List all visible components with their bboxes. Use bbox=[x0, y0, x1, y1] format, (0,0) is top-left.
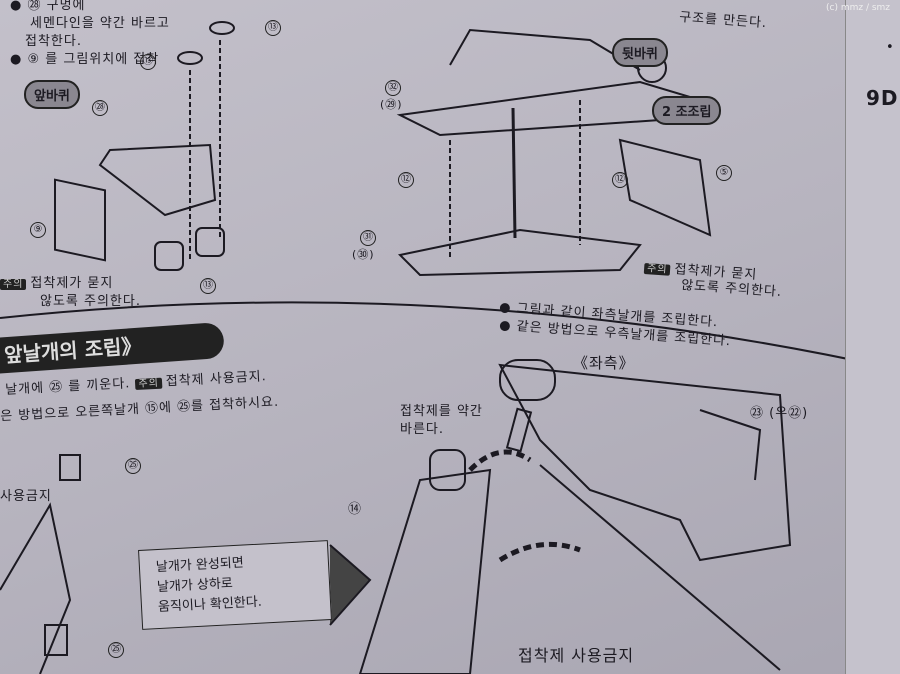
part-number: (㉙) bbox=[380, 98, 403, 111]
step-number: 9D bbox=[866, 86, 899, 110]
part-25-top bbox=[59, 454, 81, 481]
part-25-bottom bbox=[44, 624, 68, 656]
part-number: ⑬ bbox=[200, 278, 216, 294]
rear-dashed-guides bbox=[449, 100, 581, 260]
hinge-left bbox=[429, 449, 466, 491]
part-number: ㉕ bbox=[125, 458, 141, 474]
part-number: ⑬ bbox=[265, 20, 281, 36]
rear-wheel-badge: 뒷바퀴 bbox=[612, 38, 668, 67]
text-line: ● ⑨ 를 그림위치에 접착 bbox=[10, 52, 160, 67]
curved-arrow-2 bbox=[498, 541, 581, 563]
hinge-top bbox=[499, 359, 556, 401]
curved-arrow-1 bbox=[468, 449, 532, 472]
part-number: ⑫ bbox=[398, 172, 414, 188]
wheel-right bbox=[195, 227, 225, 257]
copyright: (c) mmz / smz bbox=[826, 3, 891, 13]
dashed-guides bbox=[189, 40, 221, 260]
section-divider bbox=[0, 301, 900, 371]
part-5-plate bbox=[618, 138, 712, 237]
part-number: ㉜ bbox=[385, 80, 401, 96]
front-axle-frame bbox=[98, 143, 217, 217]
front-wheel-badge: 앞바퀴 bbox=[24, 80, 80, 109]
check-note-box: 날개가 완성되면 날개가 상하로 움직이나 확인한다. bbox=[138, 540, 332, 630]
adjacent-page: 9D • bbox=[845, 0, 900, 674]
caution-tag: 주의 bbox=[135, 377, 163, 391]
front-wing-left bbox=[0, 502, 72, 674]
glue-tube bbox=[505, 407, 533, 453]
part-23 bbox=[699, 409, 762, 481]
part-number: ㉛ bbox=[360, 230, 376, 246]
text-line: ● ㉘ 구멍에 bbox=[10, 0, 86, 13]
wing-lower-edge bbox=[539, 464, 781, 671]
part-number: ⑫ bbox=[612, 172, 628, 188]
part-9-plate bbox=[54, 178, 106, 262]
part-number: ⑭ bbox=[348, 502, 363, 517]
rear-lower-frame bbox=[397, 228, 642, 277]
section-subtitle: 《좌측》 bbox=[573, 354, 635, 372]
caution-tag: 주의 bbox=[0, 279, 27, 290]
wheel-cap-right bbox=[209, 21, 235, 35]
part-number: ㉓ (우㉒) bbox=[750, 406, 809, 421]
note-text: 않도록 주의한다. bbox=[40, 294, 141, 309]
glue-note: 접착제를 약간 bbox=[400, 404, 483, 419]
part-14-wing bbox=[358, 468, 492, 674]
part-number: ㉕ bbox=[108, 642, 124, 658]
assembly-badge: 2 조조립 bbox=[652, 96, 722, 125]
wheel-cap-left bbox=[177, 51, 203, 65]
part-number: (㉚) bbox=[352, 248, 375, 261]
part-number: ⑤ bbox=[716, 165, 732, 181]
glue-note: 바른다. bbox=[400, 422, 445, 437]
no-glue-label: 접착제 사용금지 bbox=[518, 646, 635, 665]
part-number: ⑨ bbox=[30, 222, 46, 238]
text-line: 세멘다인을 약간 바르고 bbox=[30, 16, 170, 31]
wheel-left bbox=[154, 241, 184, 271]
caution-tag: 주의 bbox=[643, 262, 671, 276]
main-wing bbox=[498, 363, 792, 562]
bullet: • bbox=[886, 40, 895, 55]
text-line: 접착한다. bbox=[25, 34, 82, 49]
part-number: ㉘ bbox=[92, 100, 108, 116]
arrow-shape bbox=[329, 544, 372, 626]
rear-arrow bbox=[511, 107, 517, 239]
part-number: ⑬ bbox=[140, 54, 156, 70]
no-glue-label: 사용금지 bbox=[0, 489, 52, 504]
note-text: 접착제가 묻지 bbox=[30, 276, 114, 291]
